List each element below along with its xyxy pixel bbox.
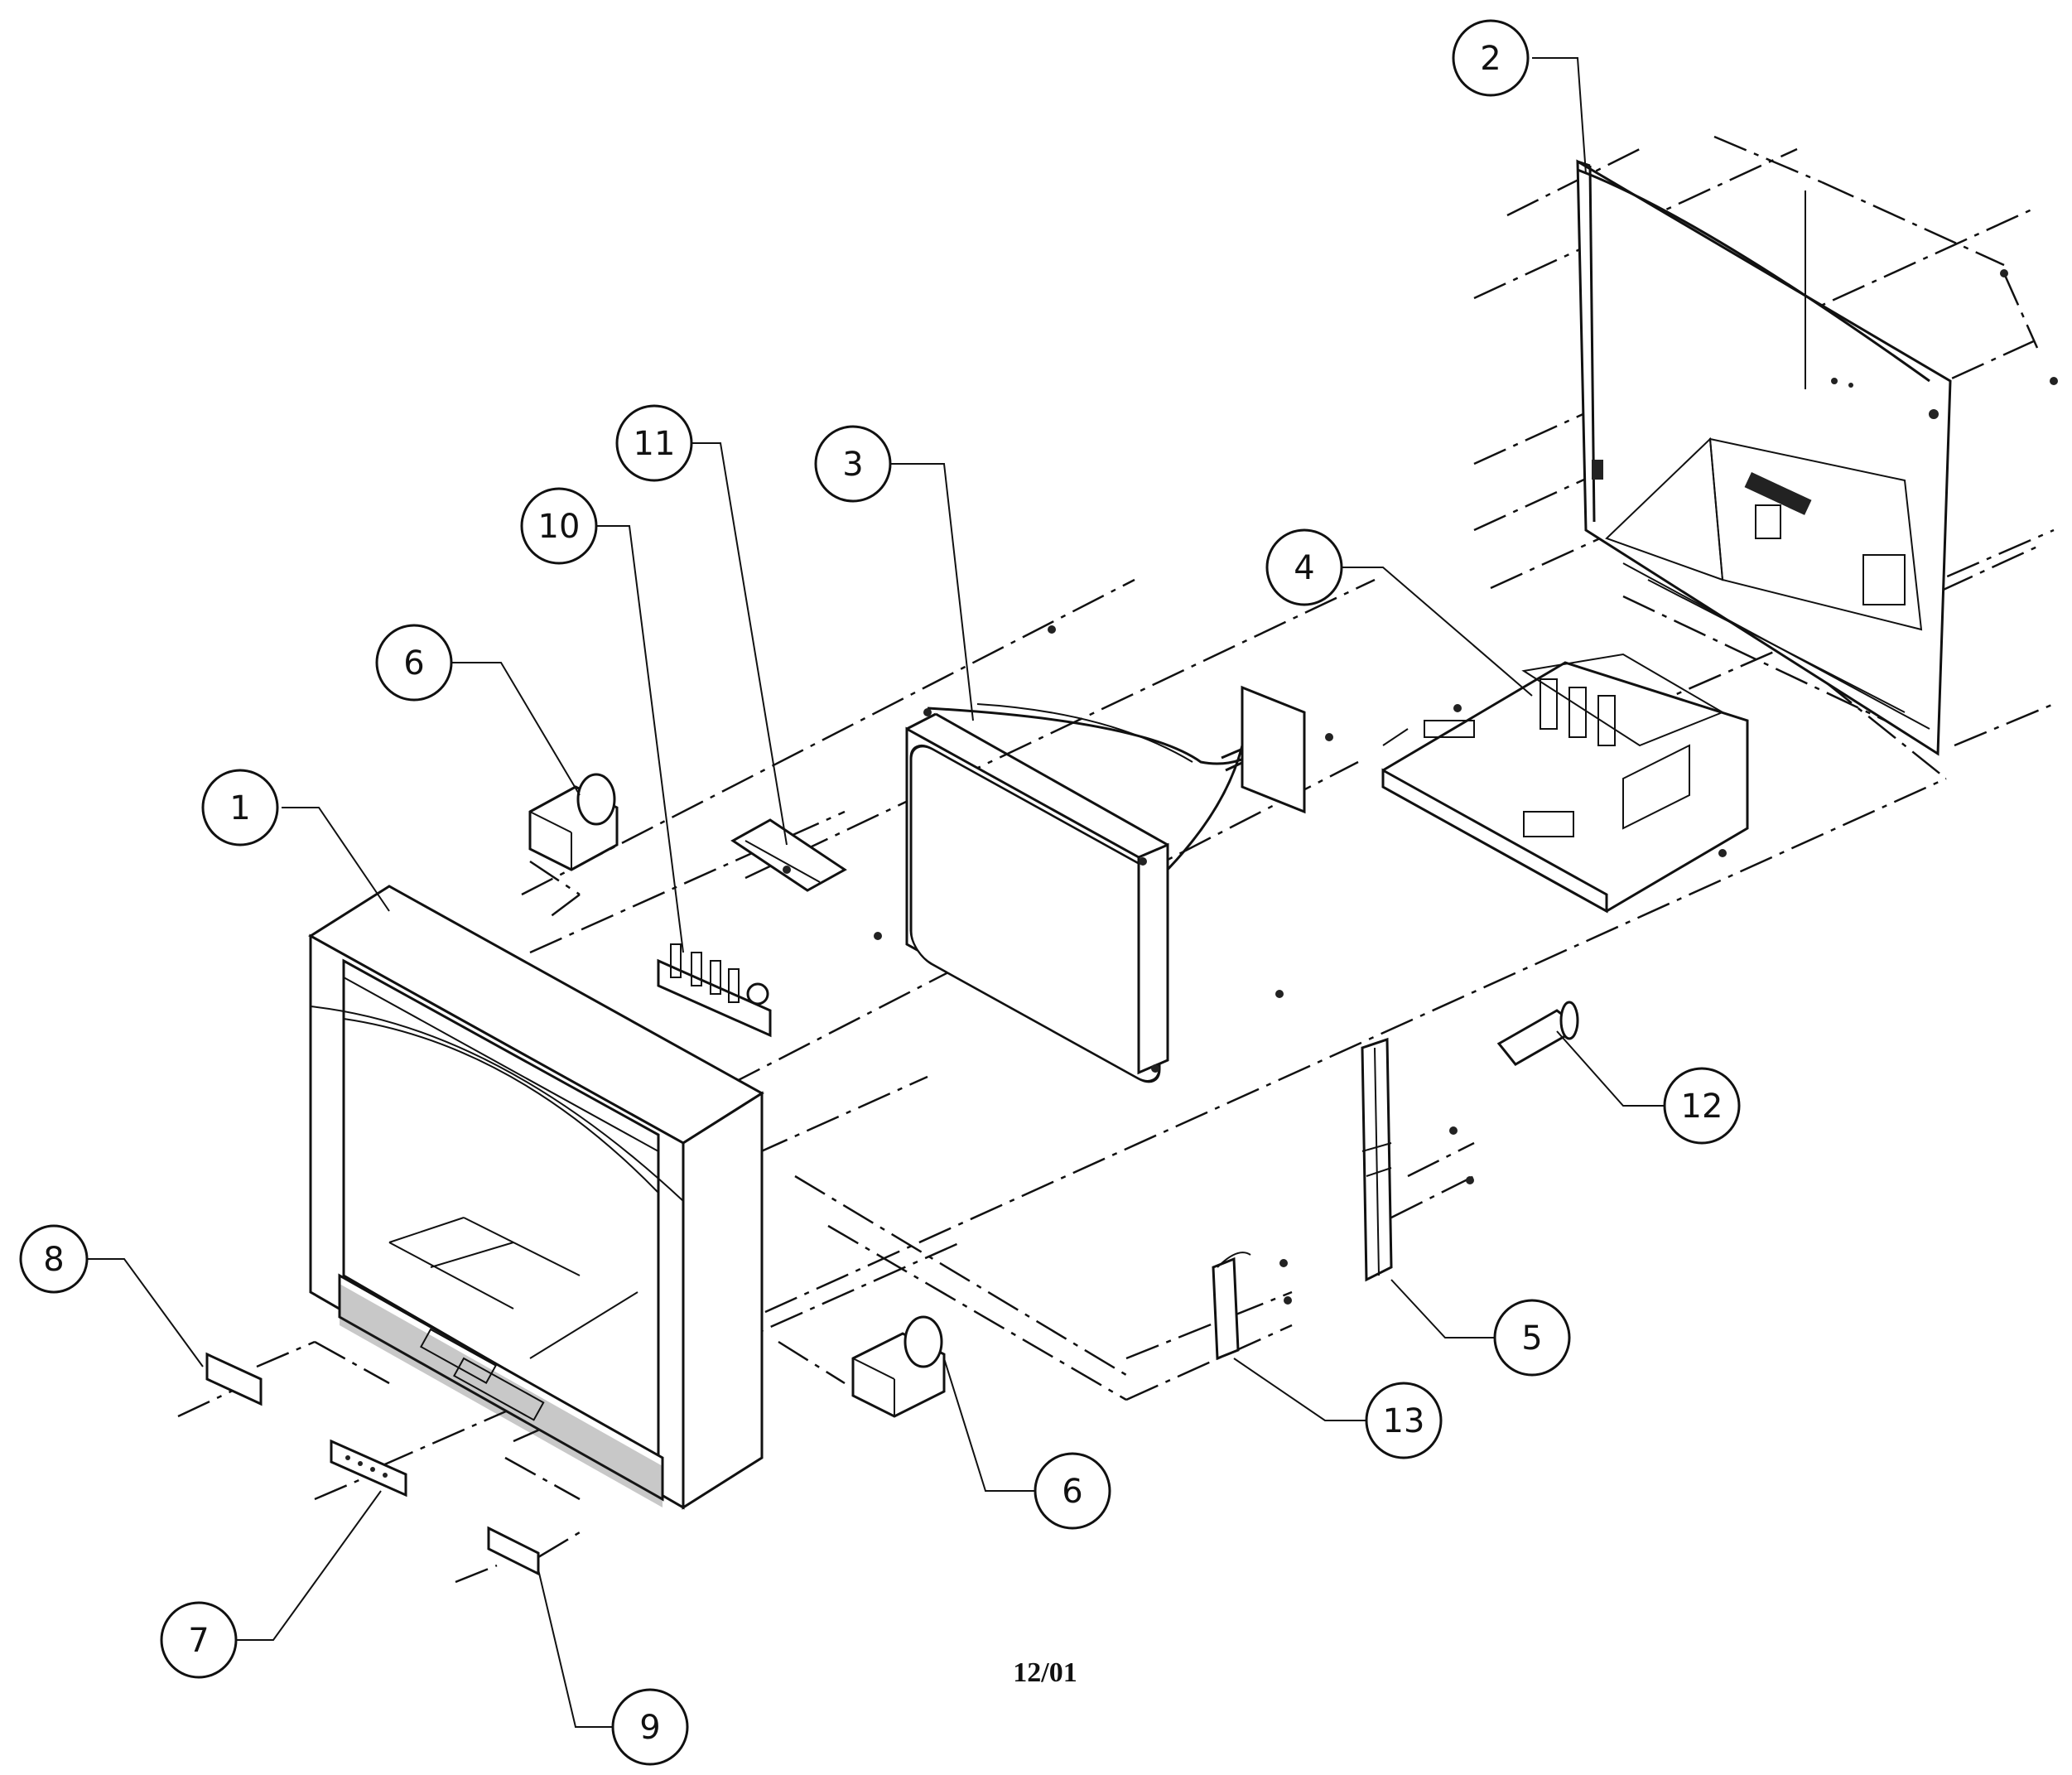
screws (783, 269, 2058, 1305)
callout-10-label: 10 (538, 508, 581, 546)
speaker-upper (528, 773, 619, 871)
callout-6-lower-label: 6 (1062, 1473, 1082, 1511)
picture-tube (905, 685, 1306, 1083)
main-chassis (1381, 653, 1749, 914)
control-pcb (730, 818, 847, 892)
side-cover-bottom (487, 1526, 540, 1576)
callout-13-label: 13 (1383, 1402, 1425, 1440)
callout-11: 11 (615, 404, 693, 482)
callout-11-label: 11 (634, 425, 676, 463)
callout-12: 12 (1663, 1067, 1741, 1145)
callout-4-label: 4 (1294, 549, 1314, 587)
callout-9-label: 9 (639, 1709, 660, 1747)
side-bracket (1361, 1037, 1393, 1282)
callout-3: 3 (814, 425, 892, 503)
callout-13: 13 (1365, 1382, 1443, 1459)
button-panel (330, 1439, 407, 1498)
callout-8: 8 (19, 1224, 89, 1294)
speaker-lower (851, 1315, 946, 1418)
callout-10: 10 (520, 487, 598, 565)
callout-4: 4 (1265, 528, 1343, 606)
input-jack-board (657, 943, 772, 1038)
callout-7-label: 7 (188, 1622, 209, 1660)
front-cabinet (308, 885, 764, 1510)
rear-cabinet (1576, 159, 1952, 756)
swivel-post (1496, 1001, 1579, 1066)
callout-2: 2 (1452, 19, 1530, 97)
side-cover-left (205, 1352, 263, 1406)
callout-12-label: 12 (1681, 1088, 1723, 1126)
leader-lines (87, 57, 1665, 1728)
callout-3-label: 3 (842, 446, 863, 484)
clip-bracket (1212, 1252, 1251, 1361)
callout-2-label: 2 (1480, 40, 1501, 78)
callout-7: 7 (160, 1601, 238, 1679)
callout-6-upper-label: 6 (403, 644, 424, 683)
date-stamp: 12/01 (1013, 1657, 1077, 1688)
callout-5-label: 5 (1521, 1319, 1542, 1358)
callout-9: 9 (611, 1688, 689, 1766)
callout-1: 1 (201, 769, 279, 847)
callout-1-label: 1 (229, 789, 250, 827)
callout-6-upper: 6 (375, 624, 453, 702)
callout-8-label: 8 (43, 1241, 64, 1279)
callout-5: 5 (1493, 1299, 1571, 1377)
callout-6-lower: 6 (1034, 1452, 1111, 1530)
